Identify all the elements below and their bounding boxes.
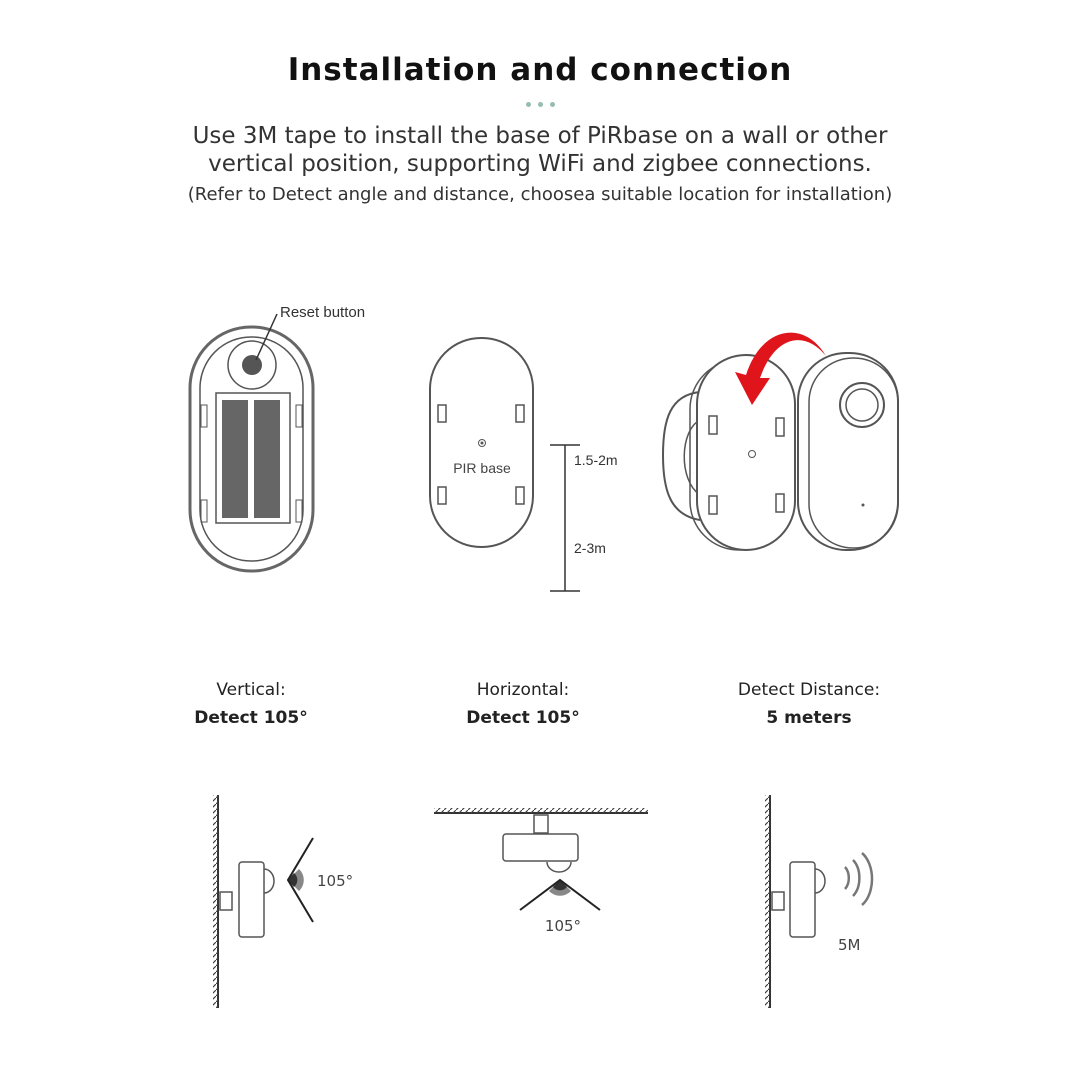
pir-base: PIR base	[429, 337, 534, 548]
distance-figure: 5M	[765, 795, 874, 1008]
spec-label: Vertical:	[216, 680, 286, 700]
installation-note: (Refer to Detect angle and distance, cho…	[187, 184, 893, 205]
attach-illustration	[661, 332, 899, 551]
rotate-arrow-icon	[735, 332, 826, 405]
spec-value: Detect 105°	[194, 708, 308, 728]
pir-base-label: PIR base	[453, 460, 511, 476]
spec-label: Horizontal:	[476, 680, 570, 700]
spec-distance: Detect Distance: 5 meters	[689, 680, 929, 728]
reset-button-label: Reset button	[280, 304, 365, 321]
distance-label: 5M	[838, 936, 861, 954]
spec-vertical: Vertical: Detect 105°	[131, 680, 371, 728]
horizontal-angle-label: 105°	[545, 917, 581, 935]
device-back-view: Reset button	[188, 304, 365, 573]
spec-horizontal: Horizontal: Detect 105°	[403, 680, 643, 728]
vertical-angle-label: 105°	[317, 872, 353, 890]
spec-label: Detect Distance:	[737, 680, 881, 700]
reset-button-icon[interactable]	[242, 355, 262, 375]
height-upper-label: 1.5-2m	[574, 452, 618, 468]
divider-dots	[0, 102, 1080, 107]
horizontal-detect-figure: 105°	[434, 808, 648, 935]
spec-value: 5 meters	[766, 708, 852, 728]
subtitle-line-1: Use 3M tape to install the base of PiRba…	[192, 123, 888, 149]
subtitle-line-2: vertical position, supporting WiFi and z…	[208, 151, 872, 177]
vertical-detect-figure: 105°	[213, 795, 353, 1008]
battery-icon	[254, 400, 280, 518]
height-lower-label: 2-3m	[574, 540, 606, 556]
lens-icon	[839, 382, 885, 428]
height-measure: 1.5-2m 2-3m	[550, 444, 618, 592]
page-title: Installation and connection	[287, 52, 793, 88]
battery-icon	[222, 400, 248, 518]
signal-waves-icon	[844, 852, 874, 906]
spec-value: Detect 105°	[466, 708, 580, 728]
